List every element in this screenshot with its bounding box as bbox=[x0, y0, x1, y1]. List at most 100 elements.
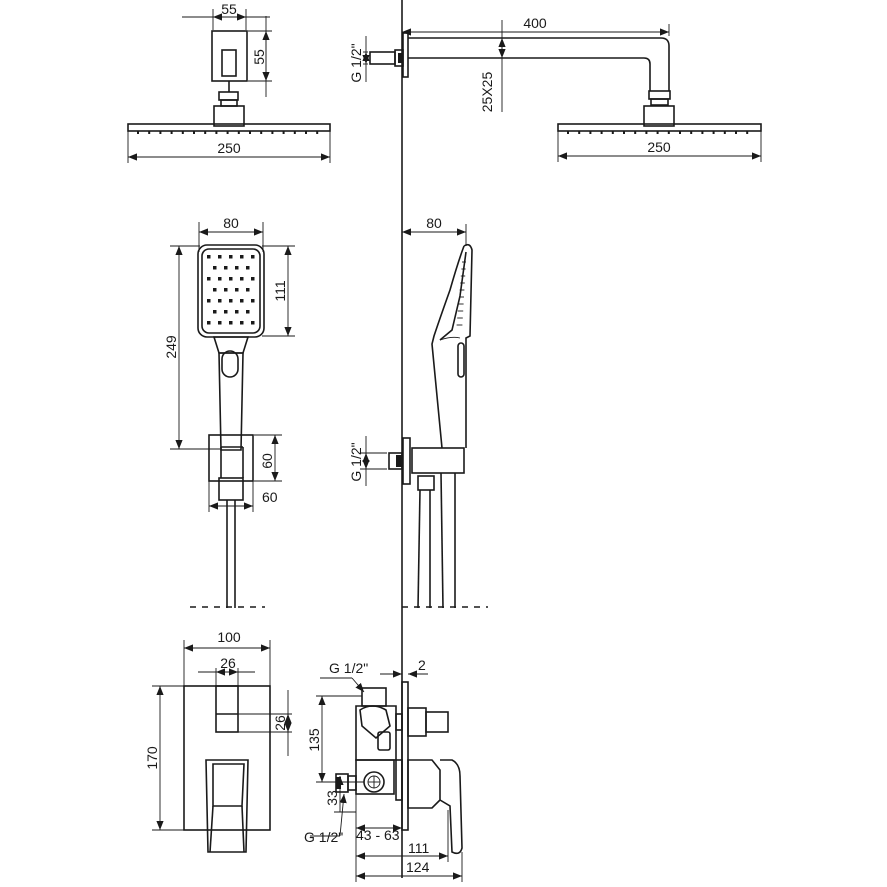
dim-holder-width: 60 bbox=[262, 489, 278, 505]
lever-side bbox=[439, 759, 463, 855]
spray-hole bbox=[224, 266, 228, 270]
hand-shower-front-view: 80 111 249 60 60 bbox=[163, 215, 295, 608]
lever-front bbox=[205, 759, 249, 853]
dim-side-hand-depth: 80 bbox=[426, 215, 442, 231]
spray-nozzle bbox=[746, 131, 749, 134]
spray-hole bbox=[240, 321, 244, 325]
dim-lever-height: 26 bbox=[272, 715, 288, 731]
spray-nozzle bbox=[170, 131, 173, 134]
dim-plate-height: 170 bbox=[144, 746, 160, 770]
dim-arm-thread: G 1/2" bbox=[348, 43, 364, 82]
dim-install-depth: 43 - 63 bbox=[356, 827, 400, 843]
spray-nozzle bbox=[578, 131, 581, 134]
dim-hand-head-height: 111 bbox=[272, 280, 288, 301]
handshower-holder bbox=[208, 434, 254, 482]
hand-shower-side-outline bbox=[463, 243, 473, 448]
spray-hole bbox=[240, 277, 244, 281]
shower-arm bbox=[408, 37, 670, 91]
spray-nozzle bbox=[159, 131, 162, 134]
spray-nozzle bbox=[204, 131, 207, 134]
spray-nozzle bbox=[623, 131, 625, 134]
spray-button bbox=[221, 350, 239, 378]
hand-shower-side-view: 80 G 1/2" bbox=[348, 215, 488, 609]
spray-hole bbox=[218, 321, 222, 325]
spray-hole bbox=[229, 321, 233, 325]
concealed-valve-side-view: G 1/2" 2 135 33 G 1/2" 43 - 63 111 124 bbox=[304, 657, 463, 882]
dim-arm-length: 400 bbox=[523, 15, 547, 31]
ceiling-bracket bbox=[211, 30, 248, 82]
spray-hole bbox=[229, 255, 233, 259]
spray-nozzle bbox=[611, 131, 614, 134]
cover-plate bbox=[183, 685, 271, 831]
top-right-arm-side-view: 400 G 1/2" 25X25 250 bbox=[348, 15, 762, 162]
arm-wall-flange bbox=[402, 32, 409, 78]
spray-nozzle bbox=[667, 131, 670, 134]
spray-hole bbox=[246, 288, 250, 292]
dim-holder-height: 60 bbox=[259, 453, 275, 469]
valve-cartridge bbox=[425, 711, 449, 733]
spray-nozzle bbox=[656, 131, 659, 134]
dim-valve-bottom-thread: G 1/2" bbox=[304, 829, 343, 845]
spray-hole bbox=[235, 310, 239, 314]
spray-nozzle bbox=[316, 131, 319, 134]
spray-nozzle bbox=[137, 131, 139, 134]
spray-nozzle bbox=[600, 131, 603, 134]
dim-valve-bottom-offset: 33 bbox=[324, 790, 340, 806]
spray-nozzle bbox=[567, 131, 569, 134]
spray-hole bbox=[251, 321, 255, 325]
spray-nozzle bbox=[226, 131, 229, 134]
dim-head-width-left: 250 bbox=[217, 140, 241, 156]
dim-plate-width: 100 bbox=[217, 629, 241, 645]
spray-hole bbox=[224, 288, 228, 292]
spray-nozzle bbox=[723, 131, 726, 134]
spray-hole bbox=[218, 277, 222, 281]
arm-thread-nipple bbox=[369, 51, 396, 65]
dim-bracket-width: 55 bbox=[221, 1, 237, 17]
spray-nozzle bbox=[249, 131, 251, 134]
spray-hole bbox=[207, 299, 211, 303]
dim-valve-height: 135 bbox=[306, 728, 322, 752]
spray-hole bbox=[235, 288, 239, 292]
spray-nozzle bbox=[148, 131, 151, 134]
spray-nozzle bbox=[679, 131, 681, 134]
spray-hole bbox=[213, 310, 217, 314]
dim-hand-total-height: 249 bbox=[163, 335, 179, 359]
dim-depth-111: 111 bbox=[408, 840, 429, 856]
spray-nozzle bbox=[271, 131, 274, 134]
bracket-inner bbox=[221, 49, 237, 77]
spray-hole bbox=[207, 277, 211, 281]
dim-lever-width: 26 bbox=[220, 655, 236, 671]
valve-top-outlet bbox=[361, 687, 387, 707]
spray-nozzle bbox=[215, 131, 218, 134]
spray-nozzle bbox=[293, 131, 296, 134]
top-left-head-front-view: 55 55 250 bbox=[127, 1, 331, 163]
spray-hole bbox=[246, 266, 250, 270]
spray-hole bbox=[207, 255, 211, 259]
dim-side-outlet-thread: G 1/2" bbox=[348, 442, 364, 481]
spray-hole bbox=[224, 310, 228, 314]
spray-nozzle bbox=[701, 131, 704, 134]
spray-nozzle bbox=[181, 131, 184, 134]
spray-hole bbox=[229, 299, 233, 303]
dim-plate-thickness: 2 bbox=[418, 657, 426, 673]
spray-hole bbox=[218, 299, 222, 303]
spray-nozzle bbox=[260, 131, 263, 134]
spray-hole bbox=[213, 266, 217, 270]
spray-nozzle bbox=[193, 131, 195, 134]
dim-valve-top-thread: G 1/2" bbox=[329, 660, 368, 676]
spray-nozzle bbox=[735, 131, 737, 134]
dim-depth-124: 124 bbox=[406, 859, 430, 875]
spray-nozzle bbox=[589, 131, 592, 134]
dim-bracket-height: 55 bbox=[251, 49, 267, 65]
spray-nozzle bbox=[282, 131, 285, 134]
lever-top bbox=[215, 685, 239, 733]
head-connector bbox=[213, 105, 245, 127]
spray-hole bbox=[213, 288, 217, 292]
cover-plate-side bbox=[401, 681, 409, 831]
spray-hole bbox=[251, 299, 255, 303]
spray-nozzle bbox=[645, 131, 648, 134]
spray-hole bbox=[229, 277, 233, 281]
spray-hole bbox=[218, 255, 222, 259]
dim-arm-section: 25X25 bbox=[479, 72, 495, 113]
